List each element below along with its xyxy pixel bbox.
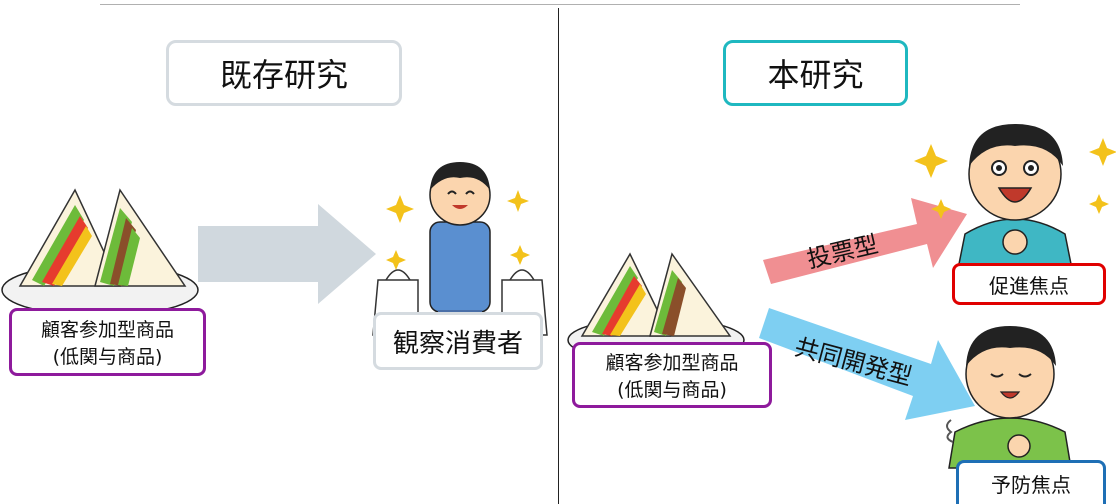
right-title-box: 本研究 (723, 40, 908, 106)
product-label-left-line2: (低関与商品) (52, 346, 163, 368)
product-label-right-line1: 顧客参加型商品 (605, 352, 739, 374)
sandwich-illustration-left (1, 188, 199, 317)
vote-arrow (763, 198, 967, 284)
left-title-box: 既存研究 (166, 40, 402, 106)
right-title: 本研究 (767, 56, 864, 94)
codev-arrow (759, 308, 975, 420)
top-rule (100, 4, 1020, 5)
promotion-focus-text: 促進焦点 (989, 273, 1069, 298)
observing-consumer-text: 観察消費者 (392, 328, 523, 359)
observing-consumer-label: 観察消費者 (373, 312, 543, 370)
relieved-boy-illustration (946, 326, 1072, 469)
excited-boy-illustration (914, 124, 1116, 275)
promotion-focus-label: 促進焦点 (952, 263, 1106, 305)
prevention-focus-label: 予防焦点 (956, 460, 1106, 504)
product-label-left: 顧客参加型商品 (低関与商品) (9, 308, 206, 376)
prevention-focus-text: 予防焦点 (991, 473, 1071, 497)
grey-arrow (198, 204, 376, 304)
left-title: 既存研究 (219, 56, 348, 94)
product-label-left-line1: 顧客参加型商品 (40, 319, 174, 341)
product-label-right: 顧客参加型商品 (低関与商品) (572, 342, 772, 408)
center-divider (558, 8, 559, 504)
product-label-right-line2: (低関与商品) (617, 379, 727, 401)
